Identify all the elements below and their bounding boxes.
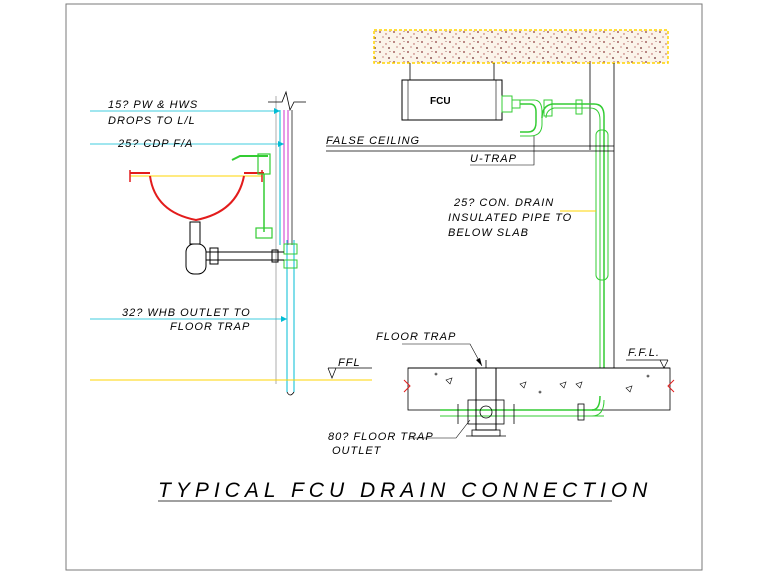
fcu-unit-icon: FCU — [401, 79, 503, 121]
bottle-trap-icon — [185, 221, 284, 275]
cdp-label: 25? CDP F/A — [117, 138, 193, 150]
whb-outlet-label-line1: 32? WHB OUTLET TO — [122, 307, 251, 319]
ffl-right-label: F.F.L. — [628, 347, 660, 359]
sheet-border — [65, 3, 703, 571]
level-marker-icon — [327, 367, 337, 379]
drawing-title: TYPICAL FCU DRAIN CONNECTION — [158, 479, 652, 502]
floor-trap-outlet-label-line1: 80? FLOOR TRAP — [328, 431, 434, 443]
pw-hws-label-line1: 15? PW & HWS — [108, 99, 198, 111]
u-trap-label: U-TRAP — [470, 153, 517, 165]
fcu-detail: FCU — [326, 29, 675, 457]
break-line-icon — [268, 90, 306, 112]
ffl-left-label: FFL — [338, 357, 361, 369]
fcu-label: FCU — [430, 96, 451, 107]
con-drain-label-line2: INSULATED PIPE TO — [448, 212, 572, 224]
floor-trap-label: FLOOR TRAP — [376, 331, 456, 343]
wash-basin-detail: 15? PW & HWS DROPS TO L/L 25? CDP F/A 32… — [90, 90, 372, 396]
ceiling-slab — [373, 29, 669, 64]
whb-outlet-label-line2: FLOOR TRAP — [170, 321, 250, 333]
con-drain-label-line1: 25? CON. DRAIN — [453, 197, 554, 209]
pw-hws-label-line2: DROPS TO L/L — [108, 115, 196, 127]
false-ceiling-label: FALSE CEILING — [326, 135, 420, 147]
tap-icon — [231, 153, 273, 239]
con-drain-label-line3: BELOW SLAB — [448, 227, 529, 239]
floor-slab — [407, 367, 671, 411]
wash-basin-icon — [129, 170, 264, 222]
floor-trap-icon — [457, 360, 515, 437]
floor-trap-outlet-label-line2: OUTLET — [332, 445, 382, 457]
